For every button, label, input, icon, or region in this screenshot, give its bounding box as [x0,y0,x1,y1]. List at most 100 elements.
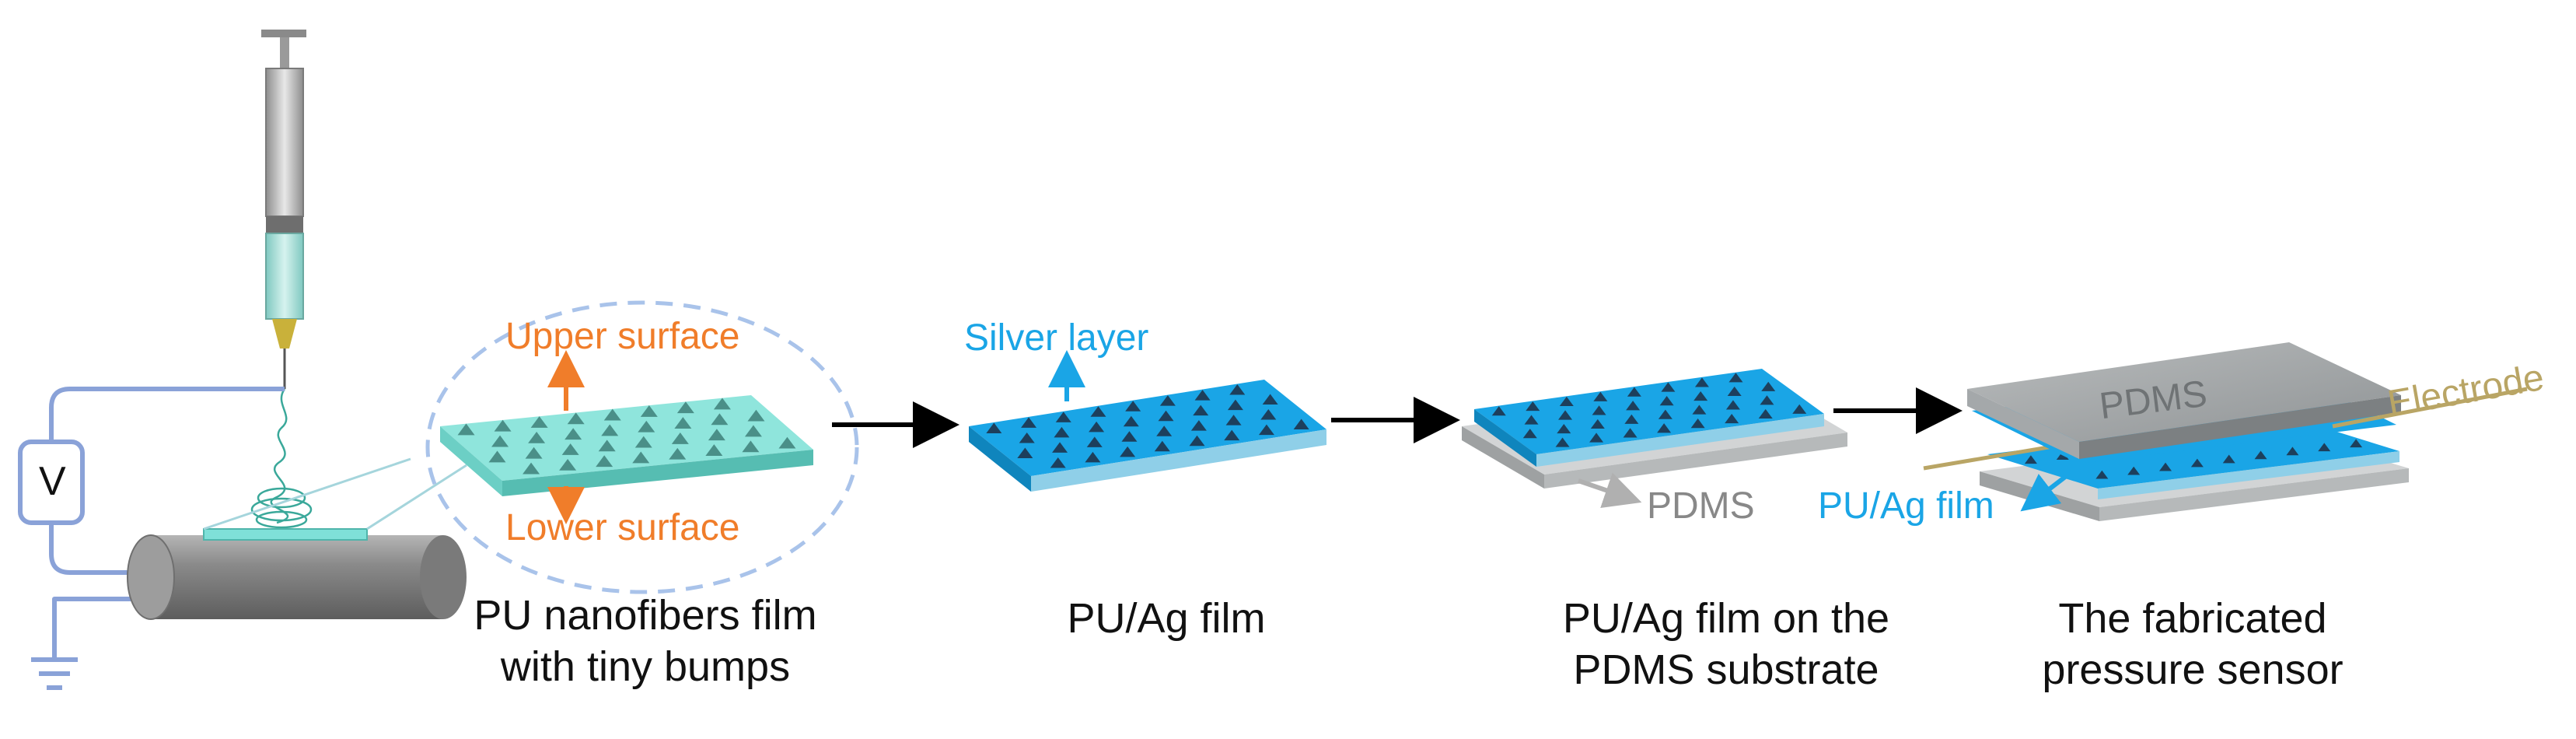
bump [530,416,548,428]
bump [669,447,687,460]
bump [1227,399,1243,411]
bump [523,462,540,475]
bump [1017,447,1033,458]
silver-layer-label: Silver layer [964,317,1149,359]
bump [1692,405,1707,415]
bump [1593,391,1608,401]
pu-ag-film-bumps [986,384,1309,468]
pu-ag-on-pdms-bumps [1491,373,1807,447]
bump [1693,391,1708,401]
bump [528,431,546,443]
bump [1090,406,1106,417]
bump [1658,409,1672,419]
bump [1154,440,1170,452]
fiber-jet [250,388,313,529]
bump [1121,431,1138,442]
zoom-circle [425,300,859,594]
bump [525,447,543,459]
bump [1657,423,1672,433]
bump [1120,446,1136,457]
bump [1559,396,1574,407]
bump [1225,415,1242,426]
bump [1055,412,1071,422]
bump [1725,413,1739,424]
bump [2095,470,2109,479]
pdms-arrow [1578,472,1642,509]
bump [567,412,585,425]
voltmeter [18,440,85,525]
bump [1158,410,1174,422]
bump [674,417,692,429]
bump [1156,426,1173,436]
bump [1761,381,1776,391]
bump [494,419,512,432]
bump [1725,400,1740,410]
bump [1526,401,1540,412]
bump [1050,457,1066,468]
bump [1229,384,1246,395]
bump [1019,432,1035,443]
bump [1626,401,1641,411]
bump [1592,405,1606,415]
bump [2024,455,2037,464]
bump [1491,406,1506,416]
bump [1694,377,1709,387]
sensor-top-pdms [1967,342,2401,459]
electrode-wire-right [2332,387,2528,429]
caption-step2: PU/Ag film [972,593,1361,644]
bump [1224,429,1240,441]
bump [1758,408,1773,419]
bump [1125,401,1141,412]
bump [2318,443,2331,452]
bump [1690,419,1705,429]
caption-step3: PU/Ag film on the PDMS substrate [1524,593,1928,695]
bump [1524,415,1539,425]
bump [676,401,694,414]
pu-ag-film-sheet [969,380,1326,492]
syringe [261,30,306,389]
bump [1760,395,1774,405]
bump [634,436,652,448]
bump [2350,439,2363,448]
bump [1623,428,1638,438]
bump [1293,419,1309,430]
bump [2127,466,2141,475]
caption-step4-line1: The fabricated [2058,595,2327,642]
bump [1123,415,1139,427]
bump [1190,420,1207,431]
bump [1021,417,1037,428]
bump [638,420,655,433]
bump [640,405,658,417]
bump [559,458,577,471]
bump [778,436,796,449]
bump [1258,424,1274,436]
bump [1052,442,1068,453]
bump [1661,382,1676,392]
voltage-label: V [39,459,66,504]
upper-surface-label: Upper surface [505,316,740,357]
bump [2056,451,2069,461]
bump [705,444,723,456]
bump [561,443,579,455]
bump [747,409,765,422]
bump [488,450,506,463]
pu-film-bumps [457,398,796,475]
caption-step1: PU nanofibers film with tiny bumps [435,590,855,692]
pu-ag-film-label: PU/Ag film [1818,485,1994,527]
bump [491,435,509,447]
bump [1194,390,1211,401]
bump [1159,395,1176,406]
caption-step3-line2: PDMS substrate [1573,646,1879,693]
bump [596,455,613,468]
bump [603,408,621,421]
electrode-wire-left [1923,444,2053,471]
bump [986,422,1002,433]
bump [1728,373,1743,383]
bump [1086,436,1103,447]
bump [2190,458,2204,468]
bump [711,413,729,426]
circuit-wires [31,387,285,690]
bump [1627,387,1641,397]
bump [632,451,650,464]
